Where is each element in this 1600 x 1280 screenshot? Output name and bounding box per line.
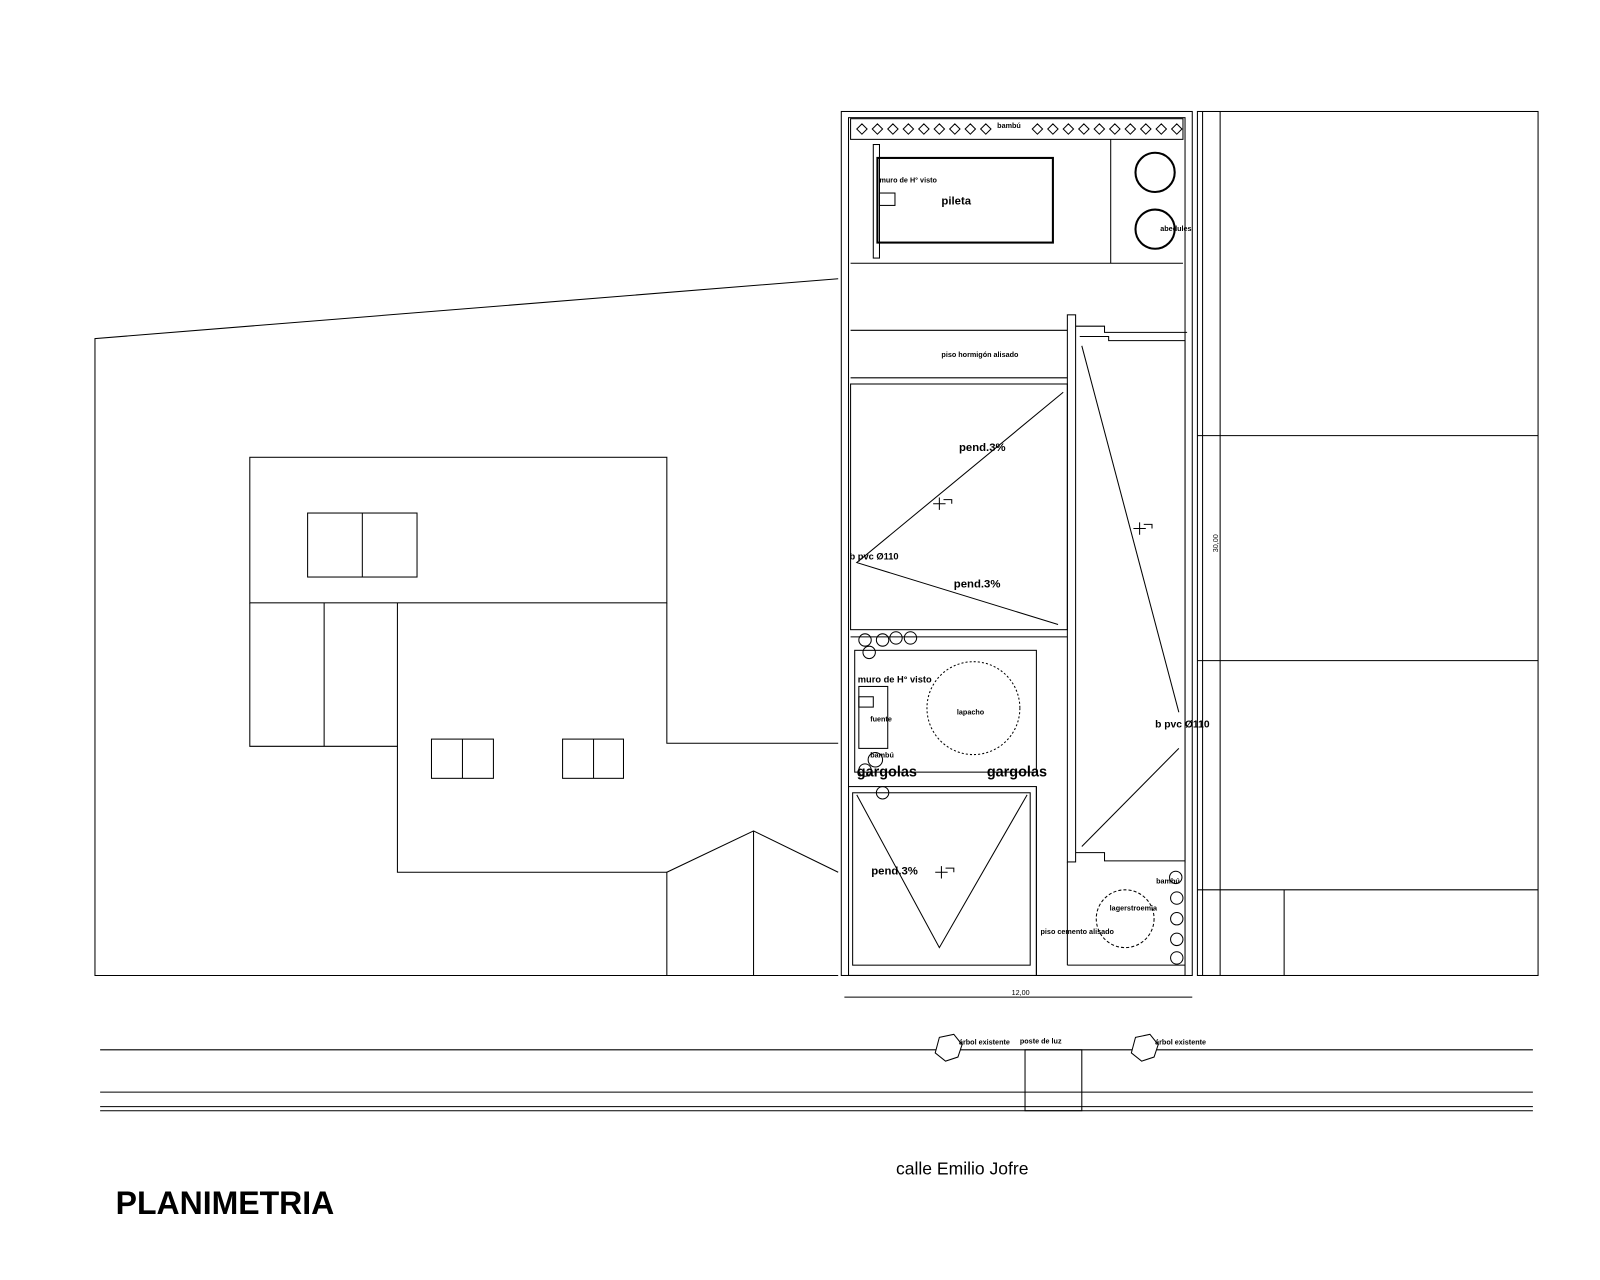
label-bamboo: bambú: [870, 751, 894, 760]
bamboo-plants: [858, 631, 1184, 965]
main-lot: [840, 110, 1193, 976]
width-dimension: 12,00: [1012, 988, 1030, 997]
neighbor-right-lots: [1196, 110, 1539, 976]
label-slope: pend.3%: [871, 865, 918, 877]
label-existing-tree: árbol existente: [1155, 1038, 1206, 1047]
neighbor-left-building: [94, 278, 839, 976]
bamboo-hedge-top: [856, 123, 1183, 135]
label-bamboo: bambú: [1156, 877, 1180, 886]
tree-icon: [926, 661, 1021, 756]
label-tree: lagerstroemia: [1110, 903, 1158, 912]
street: [100, 1033, 1533, 1112]
label-fountain: fuente: [870, 715, 892, 724]
label-pipe: b pvc Ø110: [1155, 720, 1210, 731]
label-wall: muro de H° visto: [858, 674, 932, 684]
drain-icon: [933, 497, 1153, 879]
tree-icon: [1095, 889, 1155, 949]
label-pipe: b pvc Ø110: [850, 551, 899, 561]
label-gargoyle: gargolas: [987, 764, 1047, 780]
label-floor: piso hormigón alisado: [941, 350, 1019, 359]
label-slope: pend.3%: [954, 578, 1001, 590]
existing-tree-icon: [1130, 1033, 1159, 1062]
drawing-title: PLANIMETRIA: [116, 1185, 335, 1221]
label-trees: abedules: [1160, 224, 1191, 233]
label-pool: pileta: [941, 195, 971, 207]
depth-dimension: 30,00: [1211, 534, 1220, 552]
label-wall: muro de H° visto: [879, 176, 937, 185]
label-floor: piso cemento alisado: [1041, 927, 1115, 936]
label-light-post: poste de luz: [1020, 1037, 1062, 1046]
street-name: calle Emilio Jofre: [896, 1159, 1029, 1179]
label-gargoyle: gargolas: [857, 764, 917, 780]
label-tree: lapacho: [957, 707, 985, 716]
existing-tree-icon: [934, 1033, 963, 1062]
label-existing-tree: árbol existente: [959, 1038, 1010, 1047]
tree-icon: [1134, 208, 1176, 250]
tree-icon: [1134, 151, 1176, 194]
label-bamboo: bambú: [997, 121, 1021, 130]
label-slope: pend.3%: [959, 442, 1006, 454]
